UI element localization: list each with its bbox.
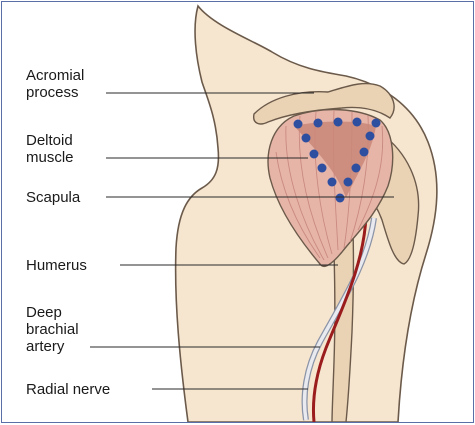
injection-dot <box>372 119 381 128</box>
injection-dot <box>310 150 319 159</box>
label-scapula: Scapula <box>26 189 80 206</box>
injection-dot <box>294 120 303 129</box>
label-humerus: Humerus <box>26 257 87 274</box>
injection-dot <box>314 119 323 128</box>
label-deep-brachial-artery: Deep brachial artery <box>26 304 79 355</box>
injection-dot <box>302 134 311 143</box>
injection-dot <box>318 164 327 173</box>
injection-dot <box>353 118 362 127</box>
injection-dot <box>366 132 375 141</box>
injection-dot <box>344 178 353 187</box>
injection-dot <box>328 178 337 187</box>
injection-dot <box>336 194 345 203</box>
injection-dot <box>360 148 369 157</box>
anatomy-illustration <box>2 2 473 422</box>
label-deltoid-muscle: Deltoid muscle <box>26 132 74 166</box>
label-acromial-process: Acromial process <box>26 67 84 101</box>
injection-dot <box>352 164 361 173</box>
label-radial-nerve: Radial nerve <box>26 381 110 398</box>
injection-dot <box>334 118 343 127</box>
